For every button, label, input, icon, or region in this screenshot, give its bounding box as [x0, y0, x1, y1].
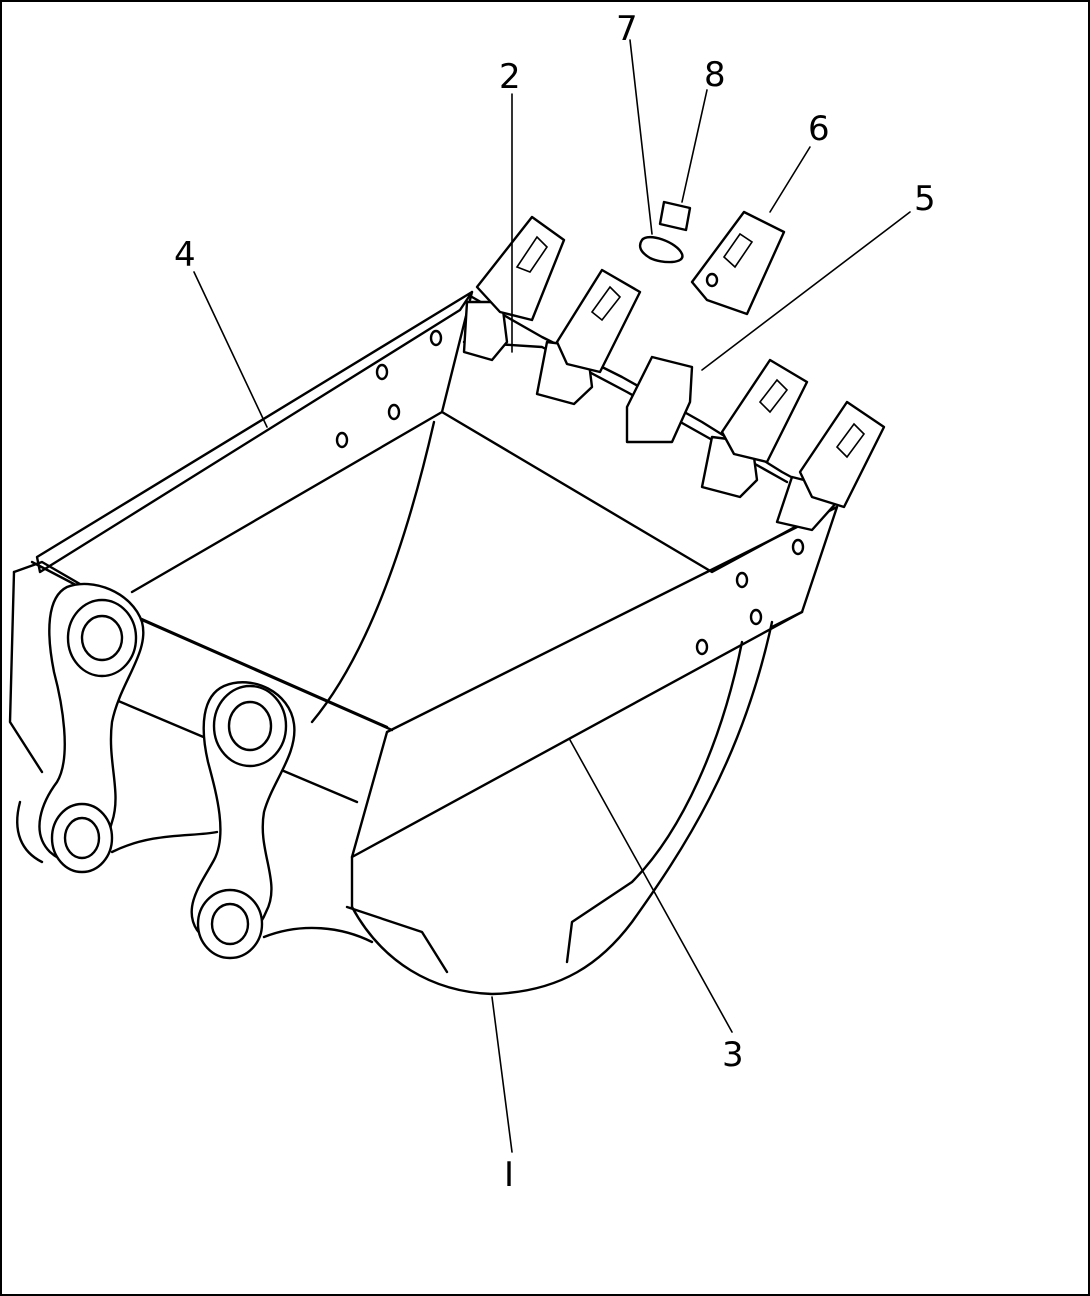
callout-label-5: 5 — [914, 179, 936, 219]
exploded-tooth-slot — [722, 232, 754, 269]
leader-8 — [681, 89, 708, 203]
leader-lines — [193, 39, 911, 1153]
leader-3 — [569, 739, 733, 1033]
cutting-edge — [462, 295, 839, 532]
hole-left-4 — [335, 431, 349, 449]
hole-right-3 — [749, 608, 763, 626]
shell-lower-left — [345, 905, 449, 974]
exploded-tooth-hole — [705, 272, 719, 288]
left-upper-bore — [80, 614, 124, 662]
callout-label-1: I — [504, 1155, 514, 1195]
bottom-shell — [350, 620, 774, 996]
shell-reinforcement — [565, 640, 744, 964]
hole-right-2 — [735, 571, 749, 589]
left-bracket-web — [110, 830, 219, 854]
bucket-teeth — [475, 210, 886, 509]
tooth-4-slot — [758, 378, 789, 414]
tooth-5 — [798, 400, 886, 509]
shell-corner — [770, 610, 804, 629]
callout-labels: I 2 3 4 5 6 7 8 — [174, 9, 936, 1195]
adapter-3 — [625, 355, 694, 444]
tooth-2 — [555, 268, 642, 374]
lock-pin — [658, 200, 692, 232]
right-upper-bore — [227, 700, 273, 752]
plate-holes — [335, 329, 805, 656]
right-lower-bore — [210, 902, 250, 946]
leader-4 — [193, 271, 268, 428]
tooth-2-slot — [590, 285, 622, 322]
left-lower-bore — [63, 816, 101, 860]
leader-7 — [629, 39, 653, 235]
lock-parts — [638, 200, 692, 264]
hole-right-1 — [791, 538, 805, 556]
tooth-4 — [720, 358, 809, 464]
hole-left-3 — [387, 403, 401, 421]
left-bracket-curve — [16, 800, 44, 864]
callout-label-8: 8 — [704, 55, 726, 95]
hinge-brackets — [16, 582, 374, 960]
leader-5 — [701, 211, 911, 371]
tooth-1-slot — [515, 235, 549, 273]
leader-1 — [491, 996, 513, 1153]
lock-washer — [638, 235, 684, 264]
callout-label-2: 2 — [499, 57, 521, 97]
callout-label-7: 7 — [616, 9, 638, 49]
left-inner-edge — [130, 290, 474, 594]
hole-right-4 — [695, 638, 709, 656]
callout-label-3: 3 — [722, 1035, 744, 1075]
callout-label-4: 4 — [174, 235, 196, 275]
bucket-body — [8, 290, 839, 996]
hole-left-2 — [375, 363, 389, 381]
hole-left-1 — [429, 329, 443, 347]
leader-6 — [769, 146, 811, 213]
tooth-5-slot — [835, 422, 866, 459]
inner-curve — [310, 420, 436, 724]
back-wall-left — [8, 570, 44, 774]
callout-label-6: 6 — [808, 109, 830, 149]
right-side-plate — [350, 505, 839, 859]
right-bracket-web — [262, 926, 374, 944]
